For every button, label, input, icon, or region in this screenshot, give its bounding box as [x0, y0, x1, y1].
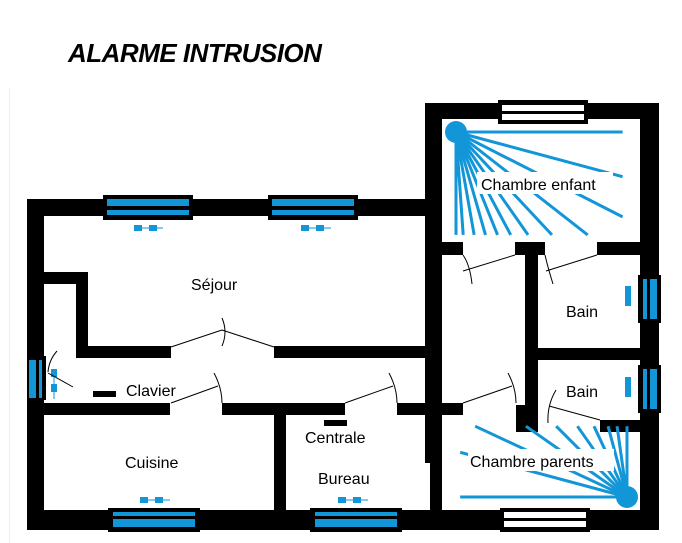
detection-ray: [455, 130, 623, 179]
wall-entry-side: [76, 272, 88, 358]
door-cuisine: [170, 372, 223, 404]
door-window-contact-icon: [301, 225, 331, 231]
door-window-contact-icon: [338, 497, 368, 503]
detection-ray: [454, 131, 487, 236]
wall-bain2-post: [516, 405, 538, 432]
window-bain-1: [638, 275, 661, 323]
window-chambre-parents: [500, 508, 590, 532]
doors: [47, 254, 601, 424]
door-window-contact-icon: [140, 497, 170, 503]
window-chambre-enfant: [498, 100, 588, 124]
motion-detector-chambre-parents: [616, 486, 638, 508]
detection-ray: [615, 425, 629, 498]
detection-ray: [454, 131, 476, 236]
room-label-sejour: Séjour: [191, 277, 238, 294]
wall-sejour-bottom-a: [76, 346, 171, 358]
wall-bain2-bottom: [600, 420, 659, 432]
wall-bureau-parents: [430, 410, 442, 530]
wall-hall-bottom-a: [27, 403, 170, 415]
room-label-chambre-parents: Chambre parents: [470, 454, 594, 471]
window-bain-2: [638, 365, 661, 413]
door-window-contact-icon: [625, 377, 631, 397]
wall-cuisine-bureau: [274, 403, 286, 530]
door-bain-1: [544, 254, 598, 285]
door-chambre-enfant: [462, 254, 516, 285]
door-sejour: [170, 317, 275, 348]
wall-hall-bottom-c: [397, 403, 463, 415]
keypad-icon: [93, 391, 116, 397]
door-bureau: [344, 372, 398, 404]
room-label-bain-1: Bain: [566, 304, 598, 321]
door-chambre-parents: [462, 372, 517, 404]
page-edge: [9, 88, 10, 543]
wall-bain-left: [525, 242, 538, 432]
wall-sejour-bottom-b: [274, 346, 442, 358]
device-label-centrale: Centrale: [305, 430, 366, 447]
windows: [27, 100, 661, 532]
door-bain-2: [547, 389, 601, 424]
door-window-contact-icon: [625, 286, 631, 306]
wall-left-chambre-enfant: [425, 103, 442, 463]
room-label-bain-2: Bain: [566, 384, 598, 401]
detection-ray: [454, 131, 499, 236]
wall-top-sejour: [27, 199, 440, 216]
opening-detectors: [51, 225, 631, 503]
wall-ce-bottom-a: [425, 242, 463, 255]
page-title: ALARME INTRUSION: [68, 38, 322, 68]
device-label-clavier: Clavier: [126, 383, 176, 400]
window-sejour-1: [103, 195, 193, 220]
room-label-cuisine: Cuisine: [125, 455, 178, 472]
central-unit-icon: [324, 420, 347, 426]
motion-detector-chambre-enfant: [445, 121, 467, 143]
room-label-bureau: Bureau: [318, 471, 370, 488]
door-entry: [47, 350, 74, 388]
wall-ce-bottom-c: [597, 242, 659, 255]
door-window-contact-icon: [134, 225, 163, 231]
window-sejour-2: [268, 195, 358, 220]
room-label-chambre-enfant: Chambre enfant: [481, 177, 596, 194]
door-window-contact-icon: [51, 369, 57, 399]
wall-bain-divider: [525, 348, 659, 360]
